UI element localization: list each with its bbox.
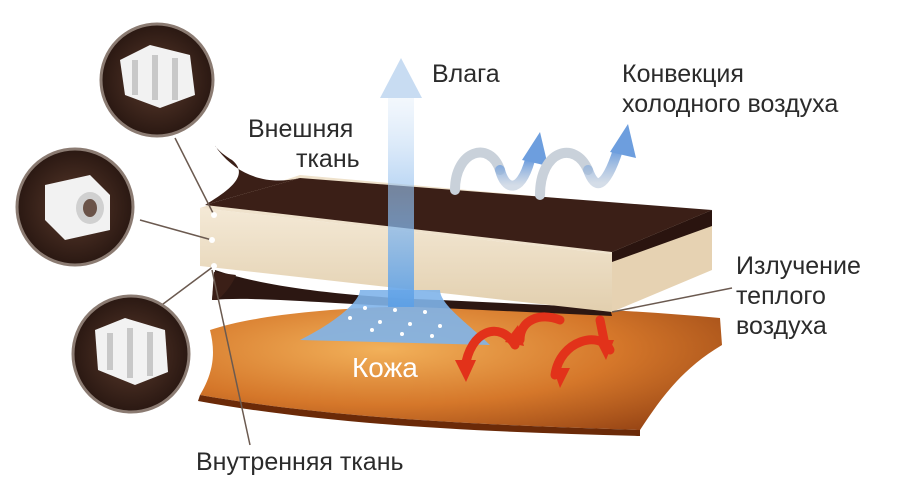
fiber-circle-top [99, 22, 215, 138]
outer-fabric-top [205, 178, 712, 252]
inner-fabric-flap [212, 272, 236, 300]
skin-edge [198, 395, 640, 436]
hollow-fiber-icon [45, 175, 110, 240]
outer-fabric-label-line1: Внешняя [248, 115, 354, 143]
insulation-side [612, 212, 712, 312]
leader-lines [139, 137, 733, 446]
convection-label-line2: холодного воздуха [622, 90, 839, 118]
moisture-arrow [380, 58, 422, 307]
radiation-label-line2: теплого [736, 282, 826, 310]
outer-fabric-side [612, 210, 712, 262]
fiber-circle-middle [15, 147, 135, 267]
convection-arrows [450, 124, 636, 200]
radiation-label-line1: Излучение [736, 252, 861, 280]
outer-fabric-label-line2: ткань [296, 145, 360, 173]
fiber-profile-icon [95, 318, 168, 385]
steam-cloud [300, 290, 490, 345]
radiation-label-line3: воздуха [736, 312, 827, 340]
convection-label-line1: Конвекция [622, 60, 744, 88]
heat-arrowheads [455, 325, 614, 388]
moisture-label: Влага [432, 60, 500, 88]
leader-dots [209, 212, 217, 269]
fiber-circle-bottom [71, 294, 191, 414]
inner-fabric-layer [212, 270, 612, 316]
fiber-profile-icon [120, 45, 195, 108]
moisture-droplets [348, 306, 442, 338]
skin-label: Кожа [352, 352, 418, 383]
outer-fabric-flap [205, 145, 300, 205]
inner-fabric-label: Внутренняя ткань [196, 448, 404, 476]
